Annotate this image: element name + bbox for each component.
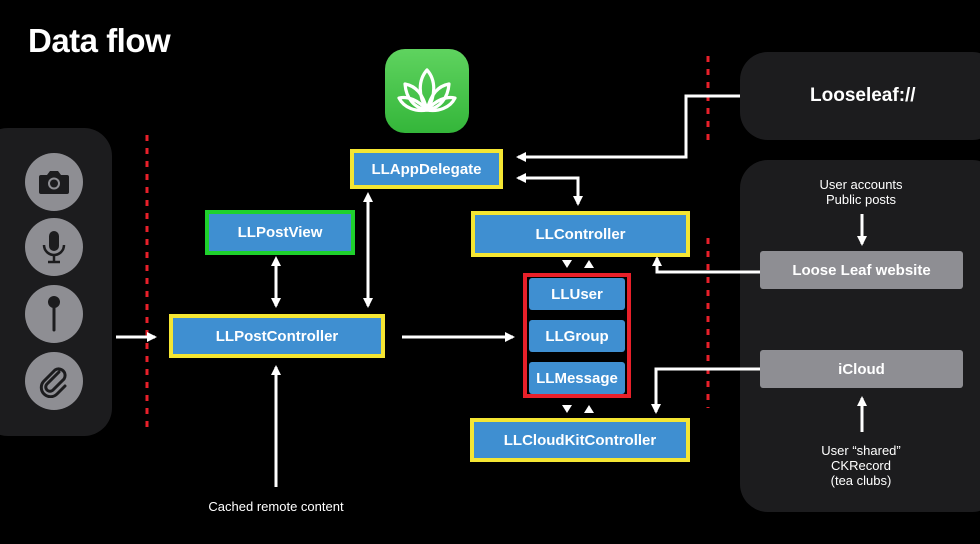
node-user: LLUser — [529, 278, 625, 310]
icloud-sources-label: User “shared” CKRecord (tea clubs) — [821, 443, 901, 488]
triangle-up-1 — [584, 260, 594, 268]
node-cloudkit-controller: LLCloudKitController — [470, 418, 690, 462]
camera-button — [25, 153, 83, 211]
url-scheme-label: Looseleaf:// — [810, 85, 916, 106]
node-group: LLGroup — [529, 320, 625, 352]
triangle-down-1 — [562, 260, 572, 268]
cached-content-label: Cached remote content — [208, 499, 344, 514]
microphone-button — [25, 218, 83, 276]
paperclip-icon — [39, 367, 67, 398]
node-app-delegate: LLAppDelegate — [350, 149, 503, 189]
node-icloud: iCloud — [760, 350, 963, 388]
arrow-website-to-controller — [652, 256, 760, 274]
model-group — [523, 273, 631, 398]
lotus-leaf-icon — [397, 68, 457, 113]
pin-icon — [48, 296, 60, 332]
node-website: Loose Leaf website — [760, 251, 963, 289]
pin-button — [25, 285, 83, 343]
node-post-view: LLPostView — [205, 210, 355, 255]
arrow-urlscheme-to-appdelegate — [516, 94, 740, 162]
url-scheme-panel — [740, 52, 980, 140]
remote-services-panel — [740, 160, 980, 512]
triangle-up-2 — [584, 405, 594, 413]
node-post-controller: LLPostController — [169, 314, 385, 358]
slide-title: Data flow — [28, 22, 171, 59]
node-controller: LLController — [471, 211, 690, 257]
arrow-icloud-to-cloudkit — [651, 367, 760, 414]
camera-icon — [39, 171, 69, 194]
microphone-icon — [42, 231, 66, 264]
website-sources-label: User accounts Public posts — [819, 177, 903, 207]
attachment-button — [25, 352, 83, 410]
triangle-down-2 — [562, 405, 572, 413]
app-icon — [385, 49, 469, 133]
node-message: LLMessage — [529, 362, 625, 394]
arrow-appdelegate-to-controller — [520, 176, 583, 206]
